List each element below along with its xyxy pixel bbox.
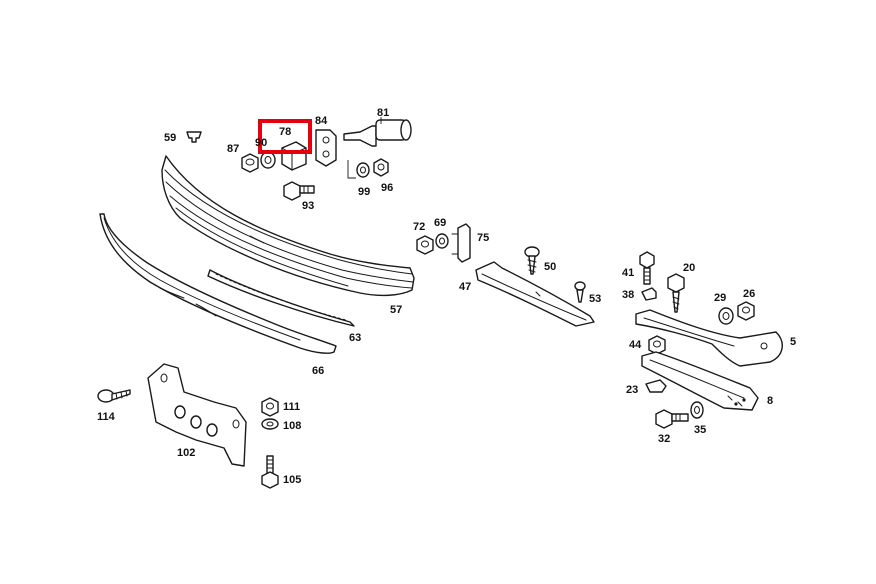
callout-41: 41: [622, 267, 634, 279]
highlight-box-78: [258, 119, 312, 154]
callout-66: 66: [312, 365, 324, 377]
lamp-81: [343, 117, 412, 147]
clip-59: [186, 131, 202, 143]
bumper-lower-66: [99, 213, 337, 354]
callout-44: 44: [629, 339, 642, 351]
callout-105: 105: [283, 474, 301, 486]
leader-99-96: [347, 160, 356, 179]
callout-108: 108: [283, 420, 301, 432]
bolt-41: [639, 251, 655, 285]
spacer-block-78: [281, 141, 307, 171]
washer-69: [435, 233, 449, 249]
nut-87: [241, 153, 259, 173]
washer-90: [260, 151, 276, 169]
bumper-bar-57: [161, 155, 415, 297]
callout-32: 32: [658, 433, 670, 445]
callout-53: 53: [589, 293, 601, 305]
callout-111: 111: [283, 401, 300, 413]
screw-50: [524, 246, 540, 275]
nut-72: [416, 235, 434, 255]
mounting-plate-102: [147, 363, 247, 467]
trim-strip-63: [207, 269, 355, 327]
callout-102: 102: [177, 447, 195, 459]
callout-81: 81: [377, 107, 389, 119]
callout-57: 57: [390, 304, 402, 316]
washer-99: [356, 162, 370, 178]
clip-53: [574, 281, 586, 303]
callout-87: 87: [227, 143, 239, 155]
bolt-20: [667, 273, 685, 313]
callout-90: 90: [255, 137, 267, 149]
callout-23: 23: [626, 384, 638, 396]
nut-111: [261, 397, 279, 417]
washer-35: [690, 401, 704, 419]
callout-72: 72: [413, 221, 425, 233]
callout-114: 114: [97, 411, 116, 423]
screw-114: [97, 389, 131, 403]
callout-59: 59: [164, 132, 176, 144]
bolt-32: [655, 409, 689, 429]
callout-5: 5: [790, 336, 796, 348]
callout-99: 99: [358, 186, 370, 198]
callout-35: 35: [694, 424, 706, 436]
callout-93: 93: [302, 200, 314, 212]
side-bracket-5: [635, 309, 783, 367]
bolt-105: [261, 455, 279, 489]
support-47: [475, 261, 595, 327]
callout-47: 47: [459, 281, 471, 293]
clip-38: [641, 287, 657, 301]
bolt-93: [283, 181, 315, 201]
washer-108: [261, 418, 279, 430]
nut-44: [648, 335, 666, 355]
callout-29: 29: [714, 292, 726, 304]
nut-96: [373, 158, 389, 177]
bracket-84: [315, 129, 337, 167]
clip-23: [645, 379, 667, 393]
callout-84: 84: [315, 115, 328, 127]
callout-69: 69: [434, 217, 446, 229]
callout-78: 78: [279, 126, 291, 138]
callout-20: 20: [683, 262, 695, 274]
lower-bracket-8: [641, 351, 759, 411]
callout-63: 63: [349, 332, 361, 344]
washer-29: [718, 307, 734, 325]
callout-labels: 59 87 90 78 84 81 99 96 93 72 69 75 50 4…: [97, 107, 796, 486]
callout-38: 38: [622, 289, 634, 301]
callout-8: 8: [767, 395, 773, 407]
callout-75: 75: [477, 232, 489, 244]
nut-26: [737, 301, 755, 321]
bracket-75: [451, 223, 471, 263]
callout-96: 96: [381, 182, 393, 194]
callout-26: 26: [743, 288, 755, 300]
callout-50: 50: [544, 261, 556, 273]
